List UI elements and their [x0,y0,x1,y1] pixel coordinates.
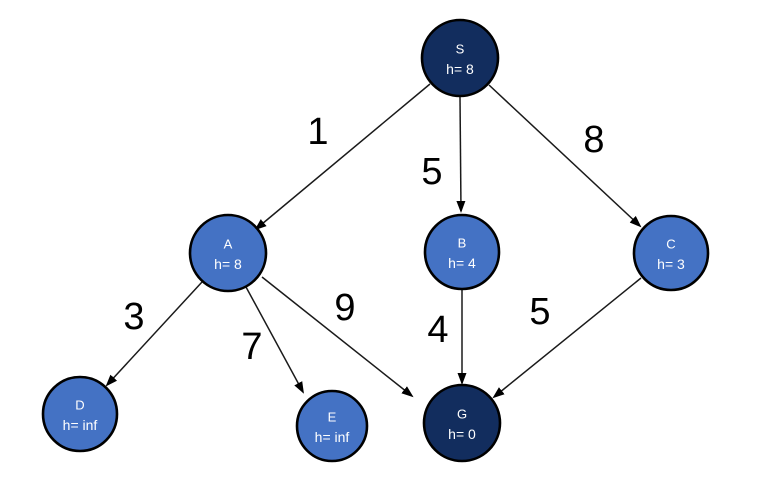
node-label-D: D [75,398,84,413]
graph-node-D: Dh= inf [41,375,119,453]
graph-node-A: Ah= 8 [188,213,268,293]
node-circle-A [188,213,268,293]
node-label-G: G [457,407,467,422]
graph-node-E: Eh= inf [295,389,369,463]
edge-weight-B-G: 4 [427,309,448,351]
graph-node-G: Gh= 0 [422,383,502,463]
edge-A-E [245,286,304,394]
edge-weight-S-C: 8 [583,119,604,161]
node-circle-G [422,383,502,463]
node-heuristic-C: h= 3 [657,256,685,272]
edge-A-D [105,281,203,387]
node-circle-S [420,18,500,98]
node-heuristic-S: h= 8 [446,61,474,77]
edge-weight-A-E: 7 [241,326,262,368]
graph-node-C: Ch= 3 [632,214,710,292]
node-heuristic-E: h= inf [315,429,350,445]
node-circle-D [41,375,119,453]
edge-S-C [488,84,642,228]
edge-weight-A-G: 9 [334,287,355,329]
edge-weight-S-A: 1 [307,111,328,153]
node-heuristic-A: h= 8 [214,256,242,272]
node-heuristic-D: h= inf [63,417,98,433]
node-heuristic-B: h= 4 [448,255,476,271]
node-heuristic-G: h= 0 [448,426,476,442]
edges-layer: 1 5 8 3 7 9 4 5 [105,83,642,399]
node-label-E: E [328,410,337,425]
node-label-C: C [666,237,675,252]
node-circle-E [295,389,369,463]
node-label-A: A [224,237,233,252]
graph-node-B: Bh= 4 [423,213,501,291]
edge-S-A [254,83,431,231]
edge-S-B [456,96,466,213]
edge-weight-S-B: 5 [421,151,442,193]
node-circle-B [423,213,501,291]
graph-node-S: Sh= 8 [420,18,500,98]
edge-C-G [492,277,642,399]
node-label-B: B [458,236,467,251]
node-circle-C [632,214,710,292]
edge-weight-A-D: 3 [123,296,144,338]
node-label-S: S [456,42,465,57]
edge-weight-C-G: 5 [529,291,550,333]
edge-A-G [261,276,414,398]
